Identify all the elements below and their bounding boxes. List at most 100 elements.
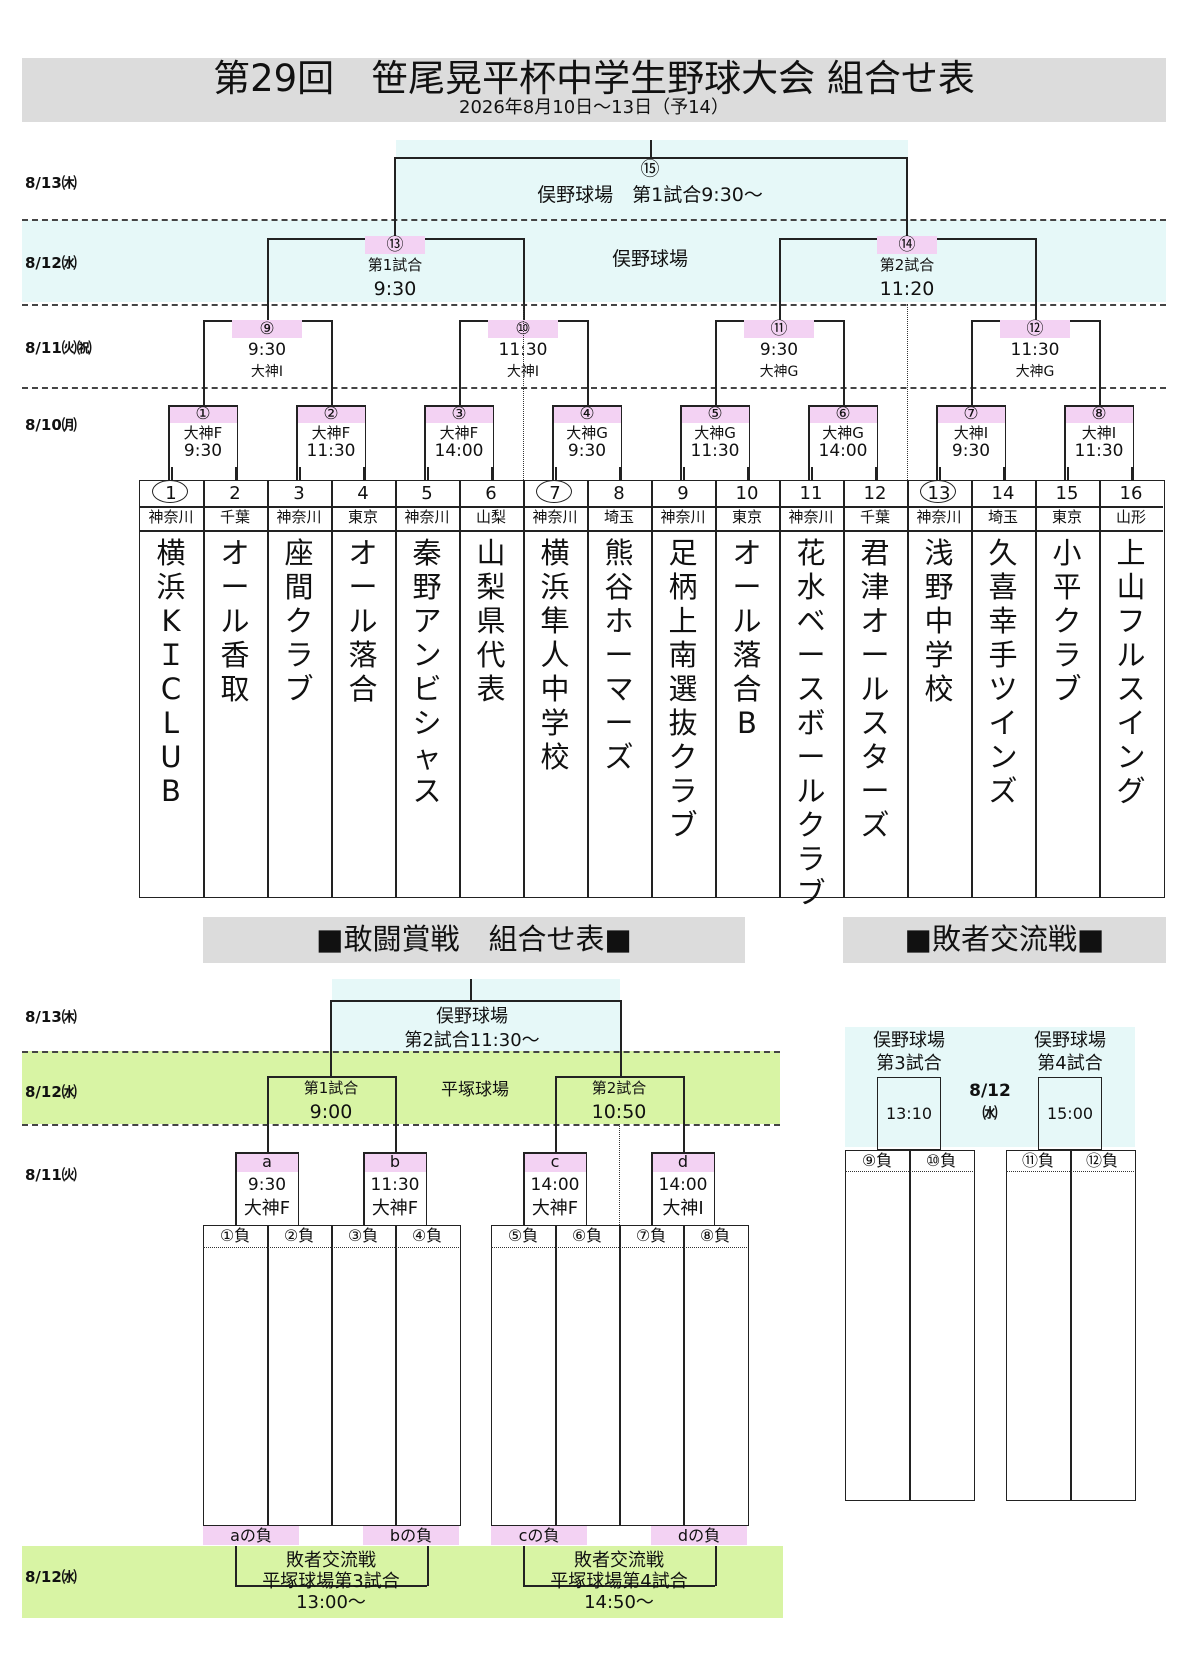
team-name-char: 取	[220, 672, 250, 706]
bracket-line	[523, 1152, 587, 1154]
consolation-final-game: 第2試合11:30～	[404, 1030, 540, 1051]
game-label-bg	[363, 1152, 427, 1172]
team-name-char: ク	[1052, 604, 1082, 638]
team-name-char: ー	[796, 740, 826, 774]
team-name-char: 秦	[412, 536, 442, 570]
exchange-game: 第4試合	[1037, 1053, 1103, 1074]
bracket-line	[331, 480, 333, 898]
bracket-line	[425, 1152, 427, 1225]
game-time: 14:00	[434, 441, 484, 461]
team-prefecture: 神奈川	[532, 508, 578, 526]
game-number-bg	[877, 236, 937, 254]
game-time: 9:30	[567, 441, 607, 461]
date-label: 8/12㈬	[25, 254, 77, 272]
team-name-char: ブ	[668, 808, 698, 842]
slot-label: ⑨負	[861, 1151, 893, 1170]
bracket-line	[808, 405, 810, 480]
team-name-char: 浜	[540, 570, 570, 604]
bracket-line	[1099, 320, 1101, 405]
game-number-bg	[936, 405, 1006, 423]
date-label: 8/13㈭	[25, 1008, 77, 1026]
exchange-date: 8/12	[969, 1081, 1011, 1101]
game-venue: 大神G	[566, 424, 608, 442]
game-number: ⑧	[1091, 404, 1107, 424]
team-name-char: 熊	[604, 536, 634, 570]
team-name-char: 学	[924, 638, 954, 672]
game-time: 14:00	[658, 1175, 708, 1195]
final-band	[396, 140, 908, 220]
team-name-char: ー	[220, 570, 250, 604]
team-name: 足柄上南選抜クラブ	[651, 536, 715, 842]
bracket-line	[1035, 238, 1037, 320]
bracket-line	[235, 1152, 299, 1154]
game-number: ②	[323, 404, 339, 424]
exchange-time: 14:50～	[584, 1592, 654, 1613]
loser-tag: bの負	[389, 1526, 433, 1545]
game-time: 11:30	[370, 1175, 420, 1195]
team-name-char: 落	[732, 638, 762, 672]
team-prefecture: 神奈川	[788, 508, 834, 526]
bracket-line	[1070, 1150, 1072, 1501]
team-name-char: ン	[412, 638, 442, 672]
bracket-line	[555, 1225, 557, 1526]
team-name-char: ー	[604, 706, 634, 740]
bracket-line	[523, 1585, 715, 1587]
team-name: 秦野アンビシャス	[395, 536, 459, 808]
game-venue: 大神F	[243, 1198, 291, 1219]
team-name-char: ル	[860, 672, 890, 706]
team-name-char: 間	[284, 570, 314, 604]
team-number: 16	[1119, 483, 1143, 504]
team-name-char: 県	[476, 604, 506, 638]
bracket-line	[779, 480, 781, 898]
page-title: 第29回 笹尾晃平杯中学生野球大会 組合せ表	[213, 57, 975, 100]
team-name-char: ー	[348, 570, 378, 604]
bracket-line	[555, 1076, 557, 1152]
bracket-line	[470, 979, 472, 1001]
game-time: 11:30	[306, 441, 356, 461]
bracket-line	[971, 480, 973, 898]
team-name-char: ス	[1116, 672, 1146, 706]
team-name-char: Ｉ	[156, 638, 186, 672]
team-name-char: 君	[860, 536, 890, 570]
circle-mark	[920, 480, 956, 503]
dotted-line	[523, 304, 524, 480]
date-label: 8/13㈭	[25, 174, 77, 192]
team-name-char: オ	[220, 536, 250, 570]
team-name: オール香取	[203, 536, 267, 706]
team-name-char: イ	[1116, 706, 1146, 740]
team-name-char: 野	[412, 570, 442, 604]
team-name-char: オ	[732, 536, 762, 570]
game-venue: 大神I	[1081, 424, 1117, 442]
team-name-char: K	[161, 604, 181, 638]
team-name-char: 上	[1116, 536, 1146, 570]
exchange-label: 敗者交流戦	[286, 1550, 376, 1571]
bracket-line	[203, 320, 205, 405]
divider	[22, 387, 1166, 389]
team-name-char: 学	[540, 706, 570, 740]
divider	[22, 219, 1166, 221]
team-name-char: ブ	[284, 672, 314, 706]
bracket-line	[395, 1076, 397, 1152]
exchange-band-bg	[491, 1546, 783, 1618]
team-name-char: 手	[988, 638, 1018, 672]
game-number: ④	[579, 404, 595, 424]
team-number: 8	[613, 483, 625, 504]
team-prefecture: 東京	[347, 508, 378, 526]
team-prefecture: 山梨	[475, 508, 506, 526]
bracket-line	[267, 1076, 269, 1152]
bracket-line	[748, 405, 750, 480]
bracket-line	[683, 1225, 685, 1526]
game-time: 9:00	[309, 1101, 353, 1123]
game-number-bg	[680, 405, 750, 423]
team-name-char: ク	[284, 604, 314, 638]
game-venue: 大神G	[694, 424, 736, 442]
bracket-line	[330, 1000, 332, 1076]
bracket-line	[585, 1152, 587, 1225]
team-name: 花水ベースボールクラブ	[779, 536, 843, 910]
game-time: 10:50	[591, 1101, 647, 1123]
team-name-char: ー	[732, 570, 762, 604]
bracket-line	[168, 405, 170, 480]
game-time: 9:30	[951, 441, 991, 461]
circle-mark	[152, 480, 188, 503]
team-name-char: ア	[412, 604, 442, 638]
